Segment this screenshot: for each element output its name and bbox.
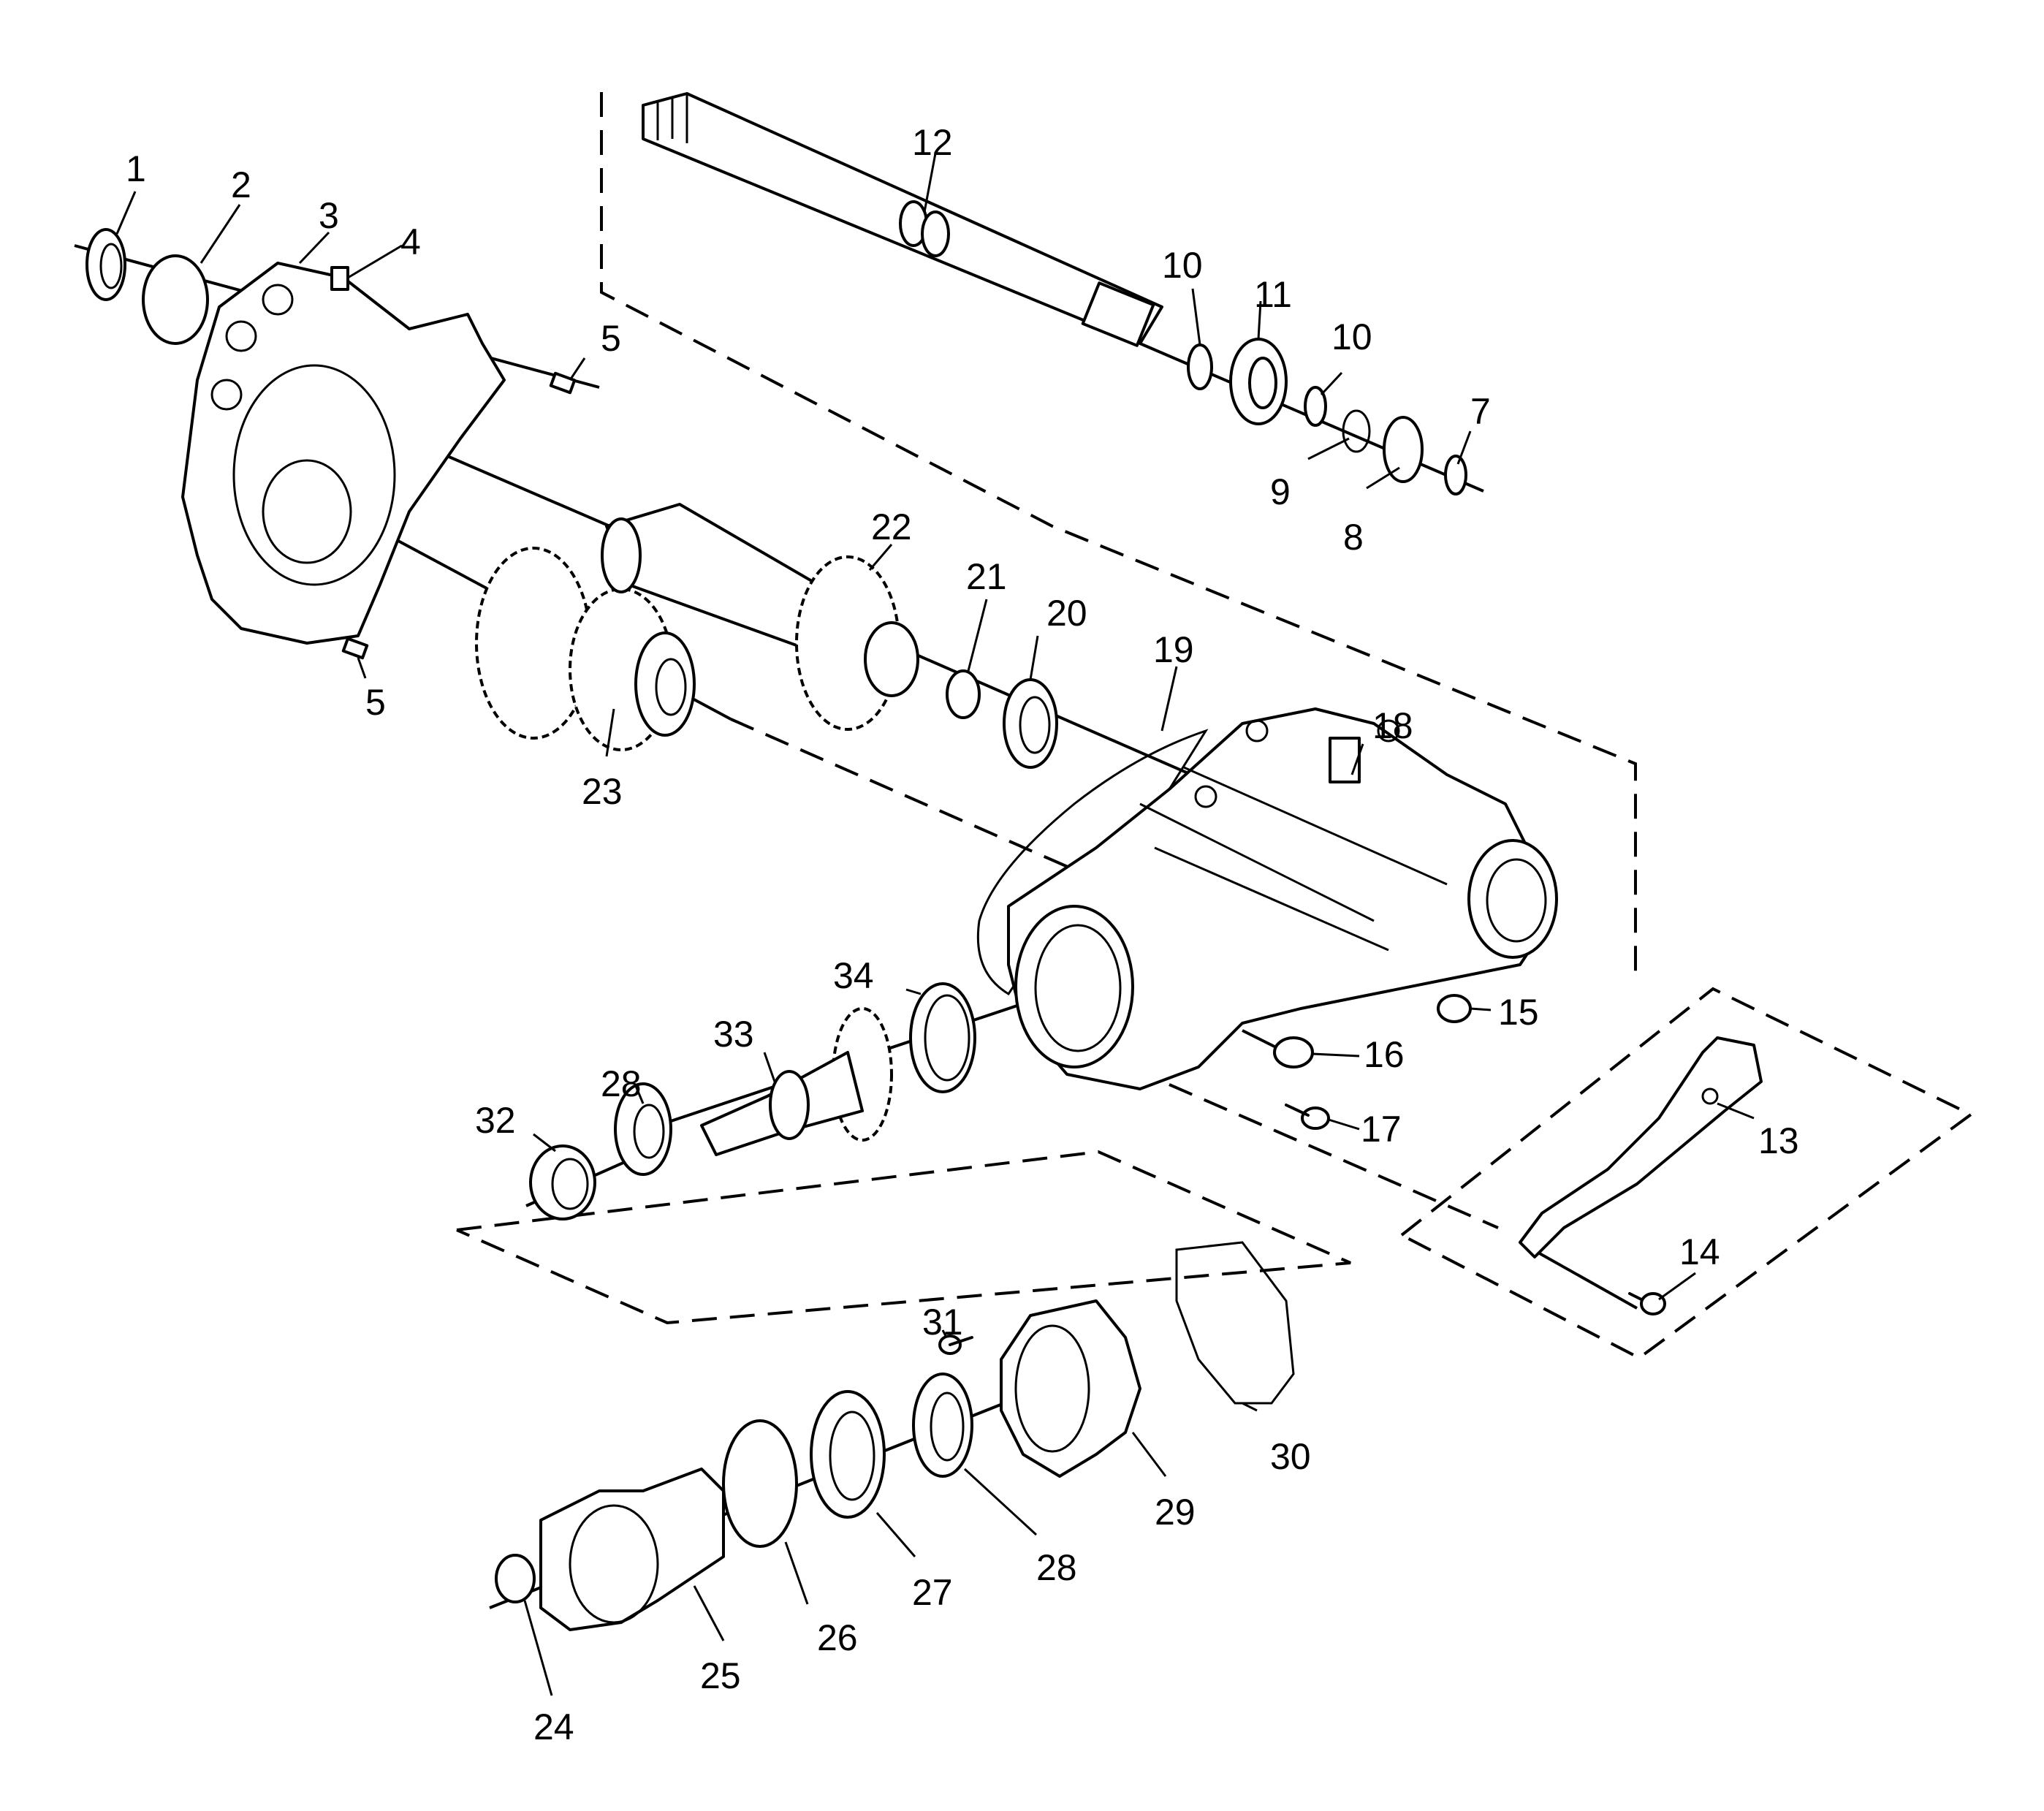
group-outlines xyxy=(456,92,1974,1360)
callout-20: 20 xyxy=(1046,593,1087,634)
seal-1 xyxy=(86,228,126,301)
callout-18: 18 xyxy=(1372,705,1413,746)
callout-28b: 28 xyxy=(1036,1547,1077,1588)
bracket-assembly xyxy=(1519,1036,1763,1315)
snap-ring-10a xyxy=(1187,343,1213,390)
plug-16 xyxy=(1273,1036,1314,1068)
callout-21: 21 xyxy=(966,556,1007,597)
leader-lines xyxy=(115,153,1755,1696)
callout-31: 31 xyxy=(922,1302,963,1343)
gear-set xyxy=(475,503,1058,769)
housing-29 xyxy=(1000,1299,1141,1478)
flange-25 xyxy=(539,1468,725,1631)
callout-34: 34 xyxy=(833,955,874,996)
bolt-17-head xyxy=(1301,1106,1330,1130)
vent-4 xyxy=(330,266,349,291)
callout-12: 12 xyxy=(912,122,953,163)
callout-26: 26 xyxy=(817,1617,858,1658)
callout-25: 25 xyxy=(700,1655,741,1696)
callout-16: 16 xyxy=(1364,1034,1405,1075)
callout-14: 14 xyxy=(1679,1231,1720,1272)
retaining-ring-8 xyxy=(1383,416,1424,483)
callout-23: 23 xyxy=(582,771,623,812)
axis-dashed-to-case xyxy=(730,718,1075,871)
case-18-bore-rear xyxy=(1467,839,1558,959)
callout-3: 3 xyxy=(319,195,339,236)
callout-13: 13 xyxy=(1758,1120,1799,1161)
washer-9 xyxy=(1342,409,1371,453)
callout-10b: 10 xyxy=(1331,316,1372,357)
callout-19: 19 xyxy=(1153,629,1194,670)
nut-24 xyxy=(495,1554,536,1603)
callout-2: 2 xyxy=(231,164,251,205)
case-18-bore-front xyxy=(1014,905,1134,1068)
bracket-group-outline xyxy=(1399,987,1974,1360)
o-ring-2 xyxy=(142,254,209,345)
callout-22: 22 xyxy=(871,506,912,547)
gasket-19 xyxy=(976,729,1209,996)
callout-5a: 5 xyxy=(601,318,621,359)
pinion-assembly xyxy=(529,982,976,1220)
front-housing-parts xyxy=(86,228,577,660)
callout-4: 4 xyxy=(400,221,421,262)
dowel-5a xyxy=(549,371,577,395)
callout-labels: 1 2 3 4 5 5 7 8 9 10 10 11 12 13 14 15 1… xyxy=(126,122,1799,1747)
callout-9: 9 xyxy=(1270,471,1291,512)
main-shaft xyxy=(642,92,1163,347)
callout-17: 17 xyxy=(1361,1109,1402,1150)
callout-24: 24 xyxy=(533,1706,574,1747)
rear-case xyxy=(976,707,1558,1090)
case-18 xyxy=(1007,707,1551,1090)
bracket-13 xyxy=(1519,1036,1763,1258)
callout-5b: 5 xyxy=(365,682,386,723)
gasket-30 xyxy=(1175,1241,1295,1405)
callout-10a: 10 xyxy=(1162,245,1203,286)
axis-dashed-to-bracket xyxy=(1169,1083,1499,1229)
shaft-group-outline xyxy=(600,92,1637,979)
callout-15: 15 xyxy=(1498,992,1539,1033)
plugs-and-bolts xyxy=(1273,994,1472,1130)
callout-33: 33 xyxy=(713,1014,754,1055)
callout-32: 32 xyxy=(475,1100,516,1141)
front-case-3 xyxy=(181,262,506,645)
callout-8: 8 xyxy=(1343,517,1364,558)
callout-1: 1 xyxy=(126,148,146,189)
callout-30: 30 xyxy=(1270,1436,1311,1477)
seal-1-inner xyxy=(99,243,123,289)
callout-7: 7 xyxy=(1470,391,1491,432)
clip-7 xyxy=(1444,455,1467,496)
snap-ring-21 xyxy=(946,669,981,719)
deflector-26 xyxy=(722,1419,798,1548)
seal-34 xyxy=(909,982,976,1093)
snap-ring-10b xyxy=(1304,386,1327,427)
callout-28a: 28 xyxy=(601,1063,642,1104)
race-32 xyxy=(529,1144,596,1220)
dowel-5b xyxy=(341,637,369,660)
bearing-11-inner xyxy=(1248,357,1277,409)
callout-27: 27 xyxy=(912,1572,953,1613)
callout-29: 29 xyxy=(1155,1492,1196,1533)
plug-15 xyxy=(1437,994,1472,1023)
output-group-outline xyxy=(456,1150,1351,1325)
callout-11: 11 xyxy=(1254,274,1292,315)
shaft-small-parts xyxy=(1187,338,1467,496)
output-assembly xyxy=(495,1241,1295,1631)
